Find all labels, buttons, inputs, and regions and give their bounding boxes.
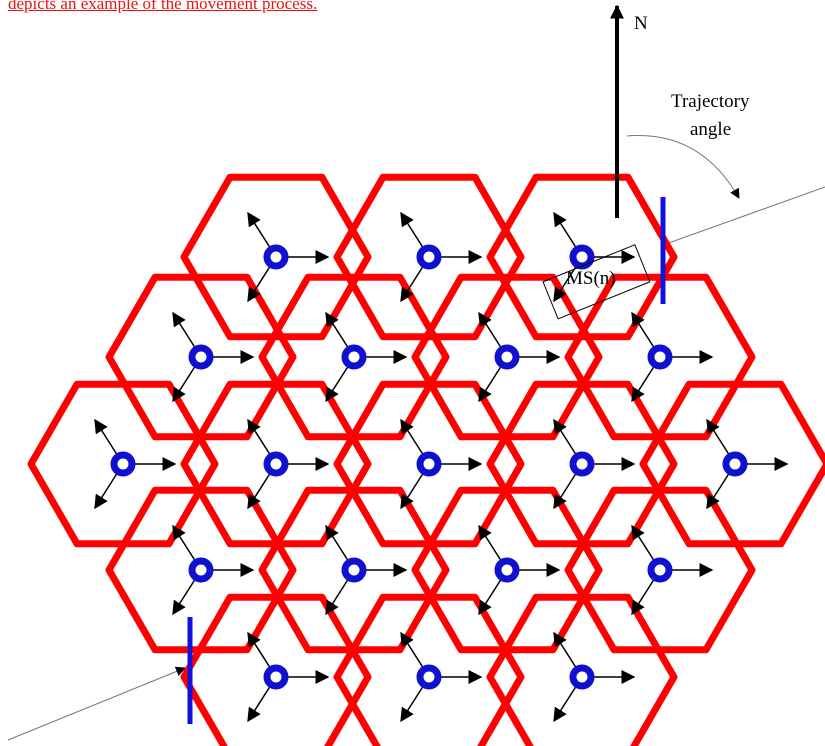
base-station-16 [631,524,714,616]
base-station-5 [325,311,408,403]
base-station-19 [553,631,636,723]
hexagon-cell-2 [333,173,525,341]
base-station-ring-icon [341,557,367,583]
hexagon-cell-18 [333,593,525,746]
base-station-ring-icon [263,244,289,270]
base-station-ring-icon [416,451,442,477]
hexagon-cells [27,173,825,746]
base-station-17 [247,631,330,723]
base-station-2 [400,211,483,303]
hexagon-cell-15 [411,486,603,654]
base-station-4 [172,311,255,403]
hexagon-cell-14 [258,486,450,654]
mobile-station-box [542,244,651,320]
base-station-ring-icon [569,664,595,690]
hexagon-cell-7 [564,273,756,441]
base-station-9 [247,418,330,510]
trajectory-angle-label-line2: angle [690,119,731,140]
base-station-ring-icon [416,664,442,690]
base-station-11 [553,418,636,510]
hexagon-cell-11 [486,380,678,548]
base-station-ring-icon [494,557,520,583]
base-station-10 [400,418,483,510]
hexagon-cell-1 [180,173,372,341]
trajectory-line-entry [7,666,186,741]
base-station-14 [325,524,408,616]
hexagon-cell-17 [180,593,372,746]
hexagon-cell-10 [333,380,525,548]
base-station-ring-icon [494,344,520,370]
base-station-1 [247,211,330,303]
base-station-ring-icon [569,451,595,477]
base-station-ring-icon [341,344,367,370]
base-station-6 [478,311,561,403]
hexagon-cell-8 [27,380,219,548]
hexagon-cell-19 [486,593,678,746]
hexagon-cell-9 [180,380,372,548]
hexagon-cell-13 [105,486,297,654]
base-station-18 [400,631,483,723]
base-station-ring-icon [188,344,214,370]
hexagon-cell-16 [564,486,756,654]
base-station-ring-icon [647,557,673,583]
base-station-ring-icon [416,244,442,270]
figure-caption: depicts an example of the movement proce… [8,0,318,13]
base-station-ring-icon [647,344,673,370]
base-station-12 [706,418,789,510]
base-station-8 [94,418,177,510]
base-station-15 [478,524,561,616]
base-station-7 [631,311,714,403]
hexagon-cell-4 [105,273,297,441]
hexagon-cell-5 [258,273,450,441]
mobile-station-label: MS(n) [566,268,616,289]
base-stations [94,211,789,723]
trajectory-line-exit [662,186,825,246]
base-station-ring-icon [110,451,136,477]
base-station-13 [172,524,255,616]
base-station-ring-icon [263,664,289,690]
hexagon-cell-12 [639,380,825,548]
base-station-ring-icon [722,451,748,477]
hexagon-cell-3 [486,173,678,341]
trajectory-angle-arc [626,135,740,199]
north-label: N [634,13,648,34]
base-station-ring-icon [263,451,289,477]
base-station-ring-icon [188,557,214,583]
trajectory-angle-label-line1: Trajectory [671,91,750,112]
